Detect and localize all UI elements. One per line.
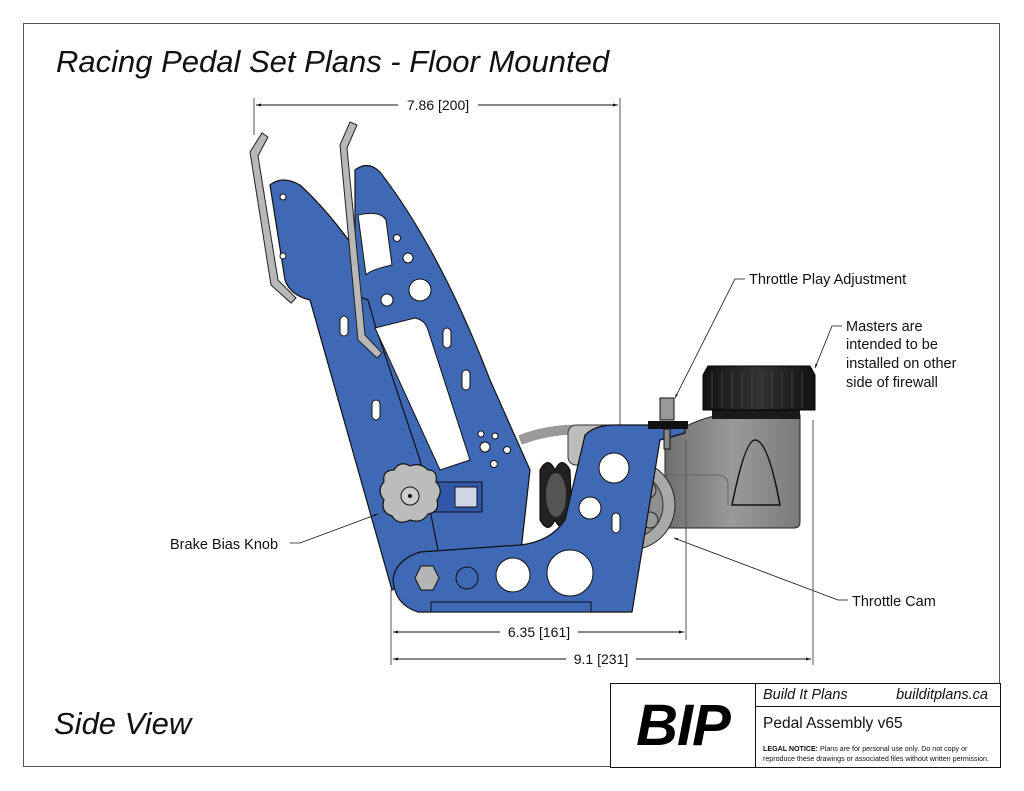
callout-throttle-play: Throttle Play Adjustment xyxy=(674,272,906,399)
dimension-base-width-label: 6.35 [161] xyxy=(508,624,570,640)
legal-notice-label: LEGAL NOTICE: xyxy=(763,745,819,753)
brake-bias-knob xyxy=(379,463,483,523)
legal-notice-text: Plans are for personal use only. Do not … xyxy=(763,745,989,763)
drawing-title: Racing Pedal Set Plans - Floor Mounted xyxy=(56,44,610,79)
brake-pedal-arm xyxy=(354,164,531,561)
callout-masters-line-4: side of firewall xyxy=(846,375,938,391)
master-cylinder-reservoir xyxy=(664,365,816,529)
bip-logo: BIP xyxy=(611,684,756,767)
view-label: Side View xyxy=(54,706,192,741)
callout-throttle-cam-label: Throttle Cam xyxy=(852,594,936,610)
drawing-border xyxy=(23,23,1000,767)
project-name: Pedal Assembly v65 xyxy=(763,715,903,732)
callout-brake-bias: Brake Bias Knob xyxy=(170,513,379,553)
company-website: builditplans.ca xyxy=(896,687,988,703)
title-block-header: Build It Plans builditplans.ca xyxy=(756,684,1000,707)
pivot-bolt xyxy=(414,565,440,591)
callout-throttle-cam: Throttle Cam xyxy=(673,537,936,610)
bip-logo-text: BIP xyxy=(636,693,731,758)
dimension-top-width: 7.86 [200] xyxy=(253,97,621,440)
company-name: Build It Plans xyxy=(763,687,848,703)
title-block: BIP Build It Plans builditplans.ca Pedal… xyxy=(610,683,1001,768)
callout-masters: Masters are intended to be installed on … xyxy=(814,319,957,391)
dimension-base-width: 6.35 [161] xyxy=(390,440,687,665)
callout-masters-line-1: Masters are xyxy=(846,319,923,335)
legal-notice: LEGAL NOTICE: Plans are for personal use… xyxy=(763,744,995,764)
pedal-base-bracket xyxy=(392,397,688,613)
pedal-spring xyxy=(539,462,573,528)
callout-masters-line-2: intended to be xyxy=(846,337,938,353)
brake-pedal-pad xyxy=(339,121,383,359)
dimension-overall-width: 9.1 [231] xyxy=(393,420,814,667)
dimension-overall-width-label: 9.1 [231] xyxy=(574,651,629,667)
callout-throttle-play-label: Throttle Play Adjustment xyxy=(749,272,906,288)
callout-masters-line-3: installed on other xyxy=(846,356,957,372)
callout-brake-bias-label: Brake Bias Knob xyxy=(170,537,278,553)
dimension-top-width-label: 7.86 [200] xyxy=(407,97,469,113)
clutch-pedal-pad xyxy=(249,132,297,304)
